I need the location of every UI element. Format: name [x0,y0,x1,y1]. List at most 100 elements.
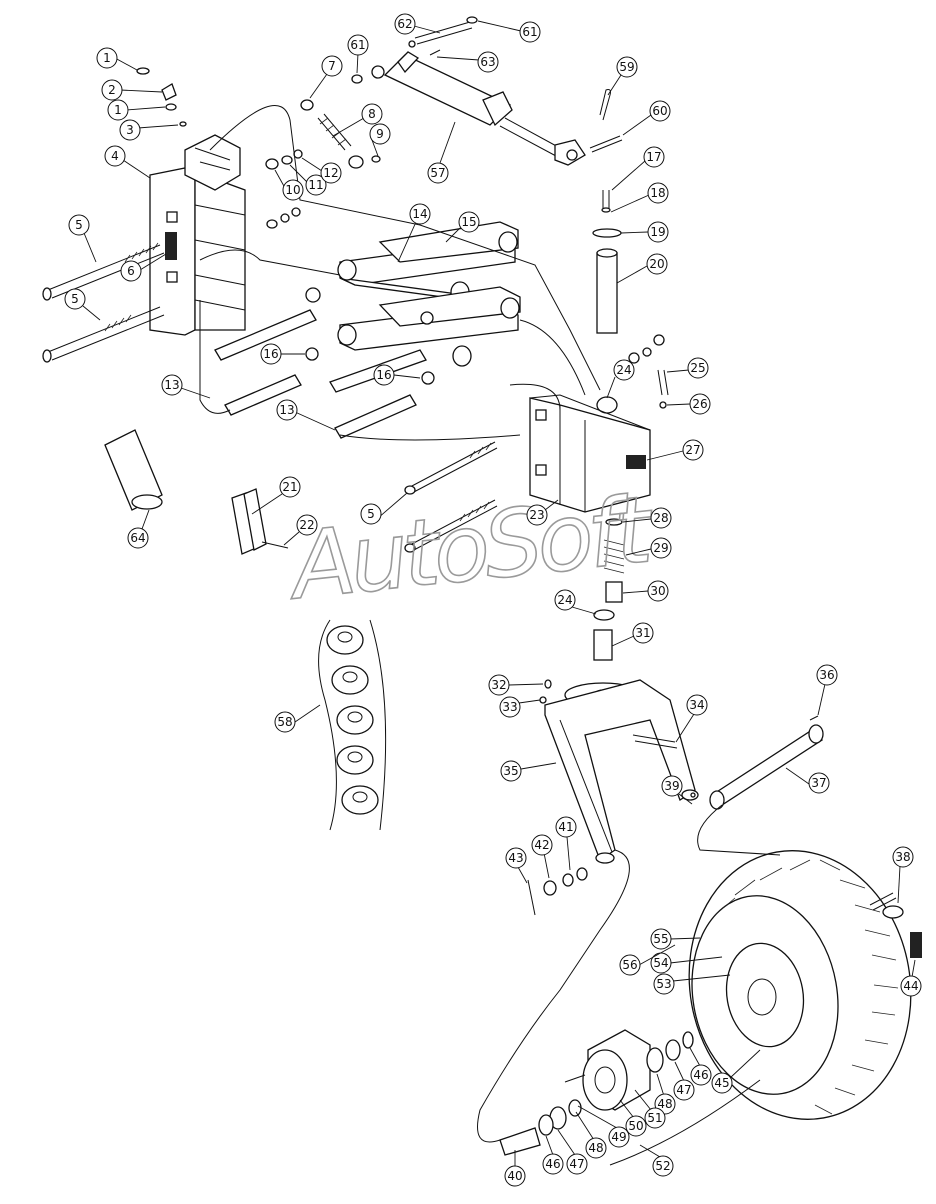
callout: 17 [611,146,665,191]
callout: 43 [505,847,528,884]
callout: 32 [488,674,544,696]
callout: 51 [634,1089,666,1129]
yoke-long-bolts [404,441,498,553]
callout: 22 [283,514,318,546]
svg-text:45: 45 [714,1076,729,1090]
callout: 16 [260,343,305,365]
wheel-axle [690,715,824,810]
callout: 13 [276,399,336,431]
callout: 47 [673,1061,695,1101]
callout: 39 [661,775,693,805]
svg-text:44: 44 [903,979,918,993]
callout: 7 [309,55,343,99]
svg-text:50: 50 [628,1119,643,1133]
callout: 46 [689,1047,712,1086]
fork-fasteners [527,867,588,916]
callout: 47 [557,1129,588,1175]
svg-text:52: 52 [655,1159,670,1173]
svg-text:47: 47 [569,1157,584,1171]
svg-text:58: 58 [277,715,292,729]
callout: 48 [575,1111,607,1159]
callout: 4 [104,145,151,179]
svg-text:18: 18 [650,186,665,200]
svg-text:28: 28 [653,511,668,525]
callout: 5 [64,288,101,321]
callout: 50 [619,1099,647,1137]
hydraulic-cylinder [351,16,586,166]
callout: 40 [504,1150,526,1187]
callout: 1 [107,99,166,121]
callout: 41 [555,816,577,871]
callout: 5 [360,492,408,525]
lock-pin [589,89,623,153]
svg-text:49: 49 [611,1130,626,1144]
svg-text:24: 24 [616,363,631,377]
svg-text:64: 64 [130,531,145,545]
svg-text:16: 16 [376,368,391,382]
svg-text:6: 6 [127,264,135,278]
callout: 37 [785,767,830,794]
callout: 52 [639,1144,674,1177]
svg-text:24: 24 [557,593,572,607]
svg-text:57: 57 [430,166,445,180]
callout: 29 [625,537,672,559]
svg-text:25: 25 [690,361,705,375]
svg-text:14: 14 [412,207,427,221]
svg-text:56: 56 [622,958,637,972]
svg-text:2: 2 [108,83,116,97]
callout: 55 [650,928,701,950]
svg-text:36: 36 [819,668,834,682]
callout: 61 [477,20,541,43]
callout: 16 [373,364,421,386]
svg-text:15: 15 [461,215,476,229]
long-bolts [42,242,165,363]
callout: 57 [427,121,456,184]
svg-text:60: 60 [652,104,667,118]
wheel-hub-assembly [499,1029,694,1156]
lower-link-arm [337,286,521,367]
callout: 24 [554,589,597,615]
svg-text:35: 35 [503,764,518,778]
svg-text:53: 53 [656,977,671,991]
callout: 12 [301,157,342,184]
svg-text:47: 47 [676,1083,691,1097]
top-left-fasteners [136,67,187,127]
watermark: AutoSoft [282,476,659,621]
callout: 42 [531,834,553,879]
callout: 63 [436,51,499,73]
callout: 35 [500,760,557,782]
svg-text:55: 55 [653,932,668,946]
callout: 18 [610,182,669,213]
callout: 10 [274,169,304,201]
callout: 2 [101,79,163,101]
svg-text:21: 21 [282,480,297,494]
callout: 49 [577,1105,630,1148]
callout: 9 [369,123,391,157]
svg-text:54: 54 [653,956,668,970]
svg-text:61: 61 [522,25,537,39]
callout: 56 [619,944,676,976]
svg-text:10: 10 [285,183,300,197]
callout: 11 [289,164,327,196]
svg-text:5: 5 [367,507,375,521]
callout: 20 [616,253,668,284]
svg-text:5: 5 [75,218,83,232]
svg-text:4: 4 [111,149,119,163]
svg-text:38: 38 [895,850,910,864]
svg-text:39: 39 [664,779,679,793]
svg-text:62: 62 [397,17,412,31]
svg-text:34: 34 [689,698,704,712]
svg-text:23: 23 [529,508,544,522]
tyre [688,850,922,1120]
svg-text:48: 48 [588,1141,603,1155]
svg-text:17: 17 [646,150,661,164]
svg-text:31: 31 [635,626,650,640]
callout: 5 [68,214,97,263]
callout: 62 [394,13,441,35]
spring-assembly [593,518,625,661]
svg-text:20: 20 [649,257,664,271]
svg-text:12: 12 [323,166,338,180]
svg-text:13: 13 [164,378,179,392]
callout: 38 [892,846,914,904]
